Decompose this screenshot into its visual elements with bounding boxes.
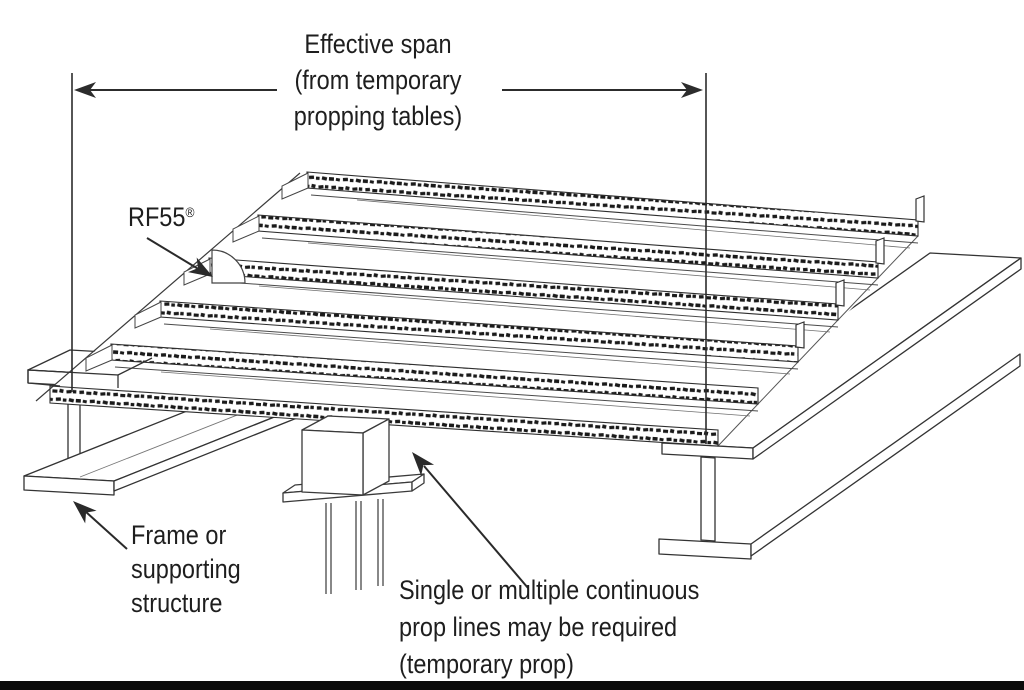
left-beam-bottom-flange-front: [23, 475, 115, 496]
sheet-curl: [211, 249, 246, 284]
prop-label: Single or multiple continuous prop lines…: [399, 575, 700, 679]
effective-span-dimension: [71, 73, 707, 444]
deck-rib-bands: [49, 171, 919, 447]
rf55-arrowhead: [188, 257, 213, 277]
prop-block-side: [362, 418, 390, 496]
rf55-decking: [27, 171, 925, 447]
rf55-label: RF55®: [128, 197, 194, 232]
deck-end-tabs: [795, 195, 925, 349]
rf55-arrow-line: [146, 237, 201, 271]
rib-band: [49, 385, 719, 447]
deck-left-edge: [35, 172, 301, 402]
deck-gap-lines: [114, 194, 919, 417]
left-beam-flange-overlay: [27, 357, 153, 388]
temporary-prop: [282, 415, 425, 594]
frame-arrow-line: [85, 511, 128, 550]
rf55-text: RF55: [128, 202, 186, 232]
leader-arrows: [73, 237, 529, 589]
right-beam-bottom-flange-edge: [750, 353, 1021, 557]
dimension-arrowhead-left: [74, 82, 96, 98]
right-beam-top-flange-edge: [752, 257, 1022, 460]
registered-trademark: ®: [185, 204, 195, 220]
prop-block-front: [301, 429, 364, 496]
prop-arrow-line: [423, 465, 529, 589]
frame-arrowhead: [73, 501, 97, 524]
effective-span-label: Effective span (from temporary propping …: [293, 29, 463, 131]
right-beam-bottom-flange-front: [658, 538, 752, 560]
dimension-arrowhead-right: [681, 82, 703, 98]
prop-arrowhead: [412, 452, 435, 476]
footer-bar: [0, 681, 1024, 690]
frame-label: Frame or supporting structure: [131, 520, 241, 618]
prop-plank-end: [411, 473, 425, 492]
deck-body: [36, 172, 922, 446]
prop-legs: [325, 499, 384, 594]
right-beam-web: [700, 456, 716, 542]
